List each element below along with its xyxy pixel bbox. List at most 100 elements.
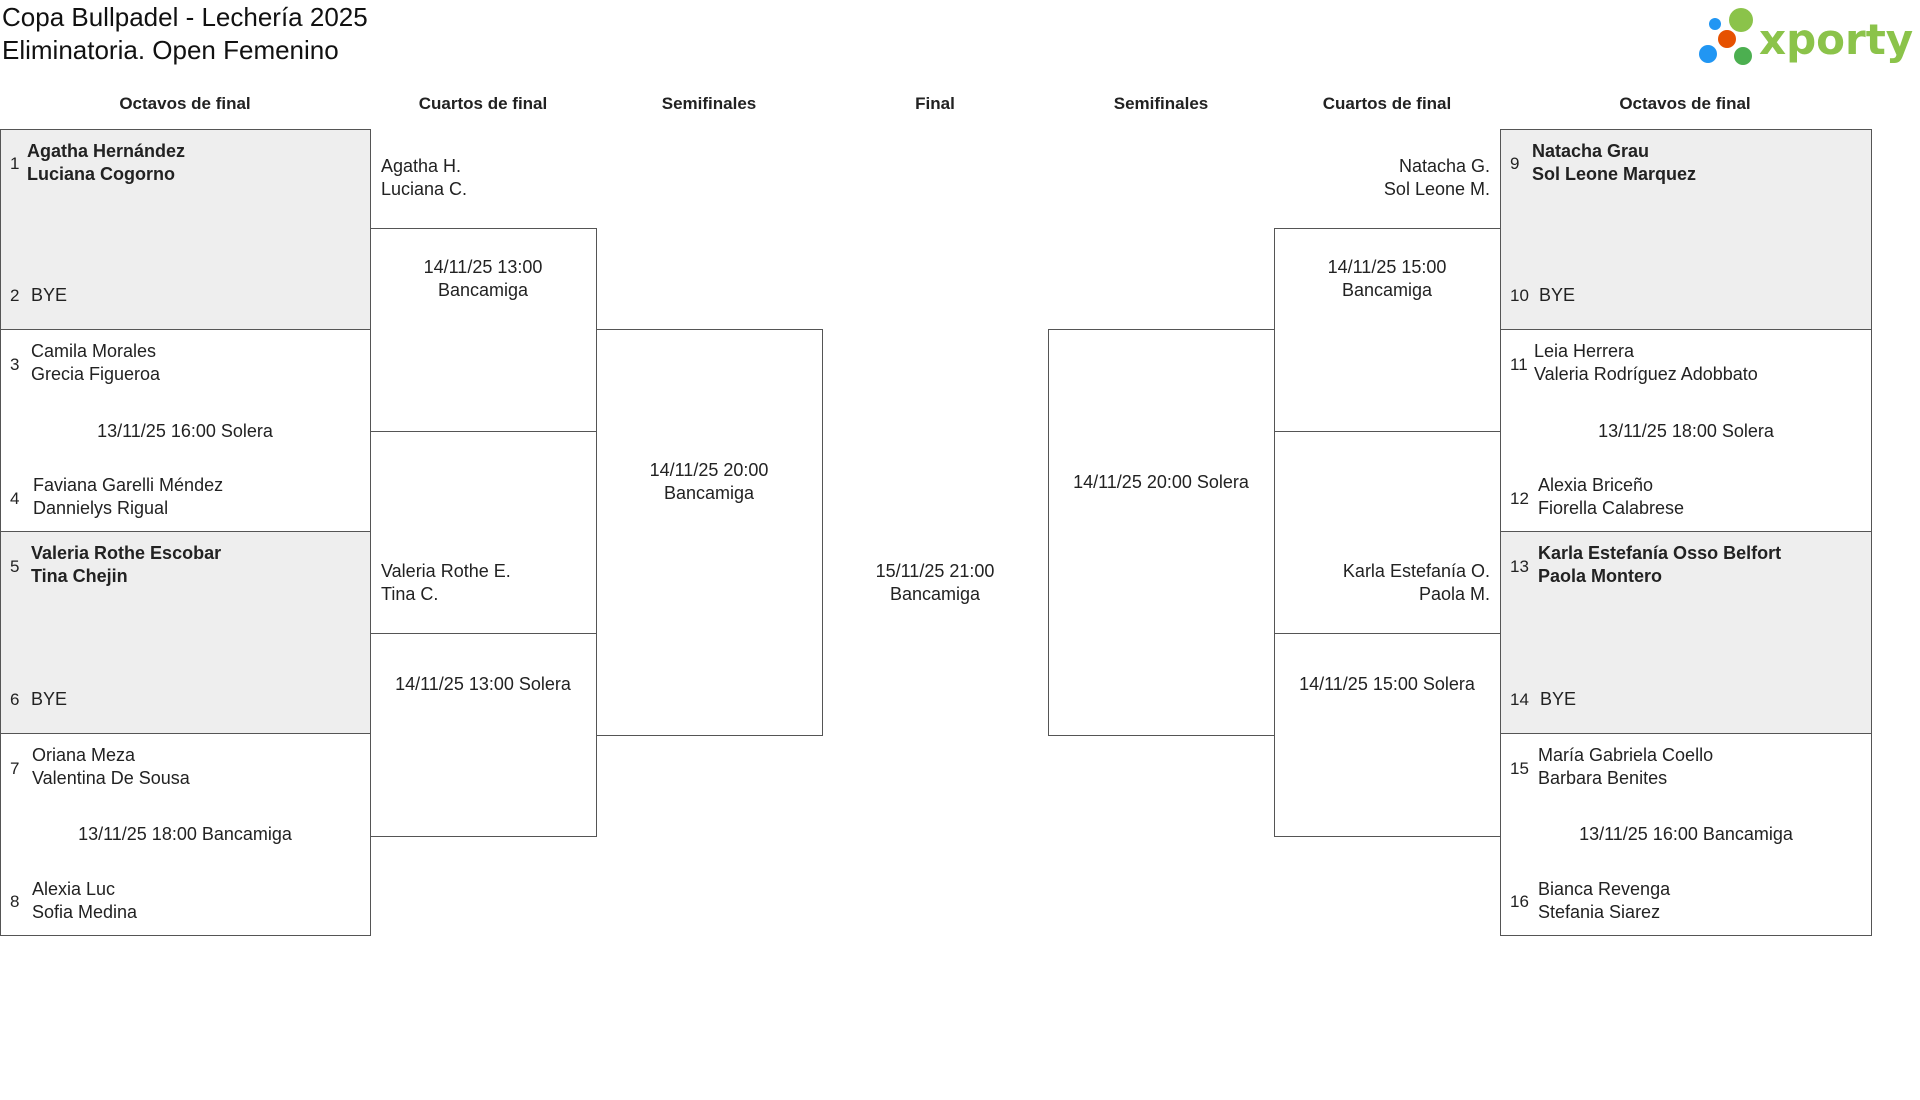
player-name: Natacha G. xyxy=(1398,156,1490,176)
player-name: Sol Leone M. xyxy=(1383,179,1490,199)
seed-number: 7 xyxy=(10,759,20,778)
player-name: Luciana C. xyxy=(381,179,468,199)
team-names: Alexia Briceño Fiorella Calabrese xyxy=(1538,474,1684,520)
seed-number: 13 xyxy=(1510,557,1529,576)
bye-label: BYE xyxy=(1539,285,1576,305)
r16-match-5[interactable] xyxy=(1500,129,1872,330)
match-schedule: 14/11/25 15:00 Solera xyxy=(1299,674,1475,694)
player-name: Valentina De Sousa xyxy=(32,768,190,788)
player-name: Karla Estefanía Osso Belfort xyxy=(1538,543,1782,563)
qf-team-names: Natacha G. Sol Leone M. xyxy=(1274,155,1490,201)
sf-match-right[interactable] xyxy=(1048,329,1275,736)
player-name: Leia Herrera xyxy=(1534,341,1635,361)
match-datetime: 14/11/25 20:00 xyxy=(649,460,769,480)
xporty-logo: xporty xyxy=(1699,8,1913,65)
player-name: Valeria Rothe Escobar xyxy=(31,543,222,563)
bye-label: BYE xyxy=(31,285,68,305)
player-name: Oriana Meza xyxy=(32,745,136,765)
r16-match-8[interactable] xyxy=(1500,733,1872,936)
final-schedule[interactable]: 15/11/25 21:00 Bancamiga xyxy=(822,560,1048,606)
seed-number: 5 xyxy=(10,557,20,576)
player-name: Paola Montero xyxy=(1538,566,1663,586)
player-name: Tina C. xyxy=(381,584,439,604)
qf-match-1[interactable] xyxy=(370,228,597,432)
seed-number: 2 xyxy=(10,286,20,305)
r16-match-6[interactable] xyxy=(1500,329,1872,532)
team-names: María Gabriela Coello Barbara Benites xyxy=(1538,744,1713,790)
qf-match-3[interactable] xyxy=(1274,228,1501,432)
player-name: Dannielys Rigual xyxy=(33,498,169,518)
qf-match-4[interactable] xyxy=(1274,633,1501,837)
round-header-right-r16: Octavos de final xyxy=(1619,94,1751,113)
round-header-left-qf: Cuartos de final xyxy=(418,94,548,113)
seed-number: 14 xyxy=(1510,690,1529,709)
seed-number: 6 xyxy=(10,690,20,709)
match-schedule: 13/11/25 18:00 Bancamiga xyxy=(78,824,292,844)
match-datetime: 14/11/25 13:00 xyxy=(423,257,543,277)
seed-number: 3 xyxy=(10,355,20,374)
player-name: Tina Chejin xyxy=(31,566,128,586)
player-name: Alexia Briceño xyxy=(1538,475,1654,495)
seed-number: 1 xyxy=(10,154,20,173)
seed-number: 12 xyxy=(1510,489,1529,508)
sf-match-left[interactable] xyxy=(596,329,823,736)
team-names: Alexia Luc Sofia Medina xyxy=(32,878,137,924)
player-name: Sol Leone Marquez xyxy=(1532,164,1697,184)
seed-number: 9 xyxy=(1510,154,1520,173)
team-names: Agatha Hernández Luciana Cogorno xyxy=(27,140,185,186)
seed-number: 8 xyxy=(10,892,20,911)
match-datetime: 14/11/25 15:00 xyxy=(1327,257,1447,277)
match-court: Bancamiga xyxy=(1341,280,1433,300)
seed-number: 4 xyxy=(10,489,20,508)
player-name: Paola M. xyxy=(1418,584,1490,604)
match-schedule: 14/11/25 15:00 Bancamiga xyxy=(1274,256,1500,302)
match-datetime: 15/11/25 21:00 xyxy=(875,561,995,581)
player-name: María Gabriela Coello xyxy=(1538,745,1714,765)
round-header-left-r16: Octavos de final xyxy=(119,94,251,113)
team-names: Bianca Revenga Stefania Siarez xyxy=(1538,878,1670,924)
seed-number: 16 xyxy=(1510,892,1529,911)
player-name: Barbara Benites xyxy=(1538,768,1668,788)
team-names: Natacha Grau Sol Leone Marquez xyxy=(1532,140,1696,186)
player-name: Fiorella Calabrese xyxy=(1538,498,1685,518)
round-header-left-sf: Semifinales xyxy=(661,94,757,113)
match-court: Bancamiga xyxy=(889,584,981,604)
player-name: Valeria Rodríguez Adobbato xyxy=(1534,364,1758,384)
r16-match-7[interactable] xyxy=(1500,531,1872,734)
team-names: Faviana Garelli Méndez Dannielys Rigual xyxy=(33,474,223,520)
player-name: Grecia Figueroa xyxy=(31,364,161,384)
match-schedule: 14/11/25 20:00 Bancamiga xyxy=(596,459,822,505)
player-name: Bianca Revenga xyxy=(1538,879,1671,899)
tournament-title: Copa Bullpadel - Lechería 2025 xyxy=(2,2,368,32)
match-court: Bancamiga xyxy=(437,280,529,300)
r16-match-1[interactable] xyxy=(0,129,371,330)
match-schedule: 13/11/25 18:00 Solera xyxy=(1598,421,1774,441)
seed-number: 10 xyxy=(1510,286,1529,305)
r16-match-4[interactable] xyxy=(0,733,371,936)
match-schedule: 14/11/25 13:00 Solera xyxy=(395,674,571,694)
qf-match-2[interactable] xyxy=(370,633,597,837)
team-names: Camila Morales Grecia Figueroa xyxy=(31,340,160,386)
round-header-right-qf: Cuartos de final xyxy=(1322,94,1452,113)
player-name: Faviana Garelli Méndez xyxy=(33,475,224,495)
match-court: Bancamiga xyxy=(663,483,755,503)
r16-match-2[interactable] xyxy=(0,329,371,532)
player-name: Sofia Medina xyxy=(32,902,138,922)
player-name: Luciana Cogorno xyxy=(27,164,175,184)
match-schedule: 14/11/25 13:00 Bancamiga xyxy=(370,256,596,302)
seed-number: 11 xyxy=(1510,355,1528,374)
player-name: Agatha H. xyxy=(381,156,462,176)
bye-label: BYE xyxy=(31,689,68,709)
draw-subtitle: Eliminatoria. Open Femenino xyxy=(2,35,339,65)
player-name: Karla Estefanía O. xyxy=(1342,561,1490,581)
player-name: Agatha Hernández xyxy=(27,141,186,161)
team-names: Oriana Meza Valentina De Sousa xyxy=(32,744,190,790)
round-header-right-sf: Semifinales xyxy=(1113,94,1209,113)
player-name: Alexia Luc xyxy=(32,879,116,899)
match-schedule: 13/11/25 16:00 Bancamiga xyxy=(1579,824,1793,844)
bye-label: BYE xyxy=(1540,689,1577,709)
logo-text: xporty xyxy=(1759,15,1913,64)
player-name: Camila Morales xyxy=(31,341,157,361)
team-names: Leia Herrera Valeria Rodríguez Adobbato xyxy=(1534,340,1758,386)
team-names: Karla Estefanía Osso Belfort Paola Monte… xyxy=(1538,542,1781,588)
